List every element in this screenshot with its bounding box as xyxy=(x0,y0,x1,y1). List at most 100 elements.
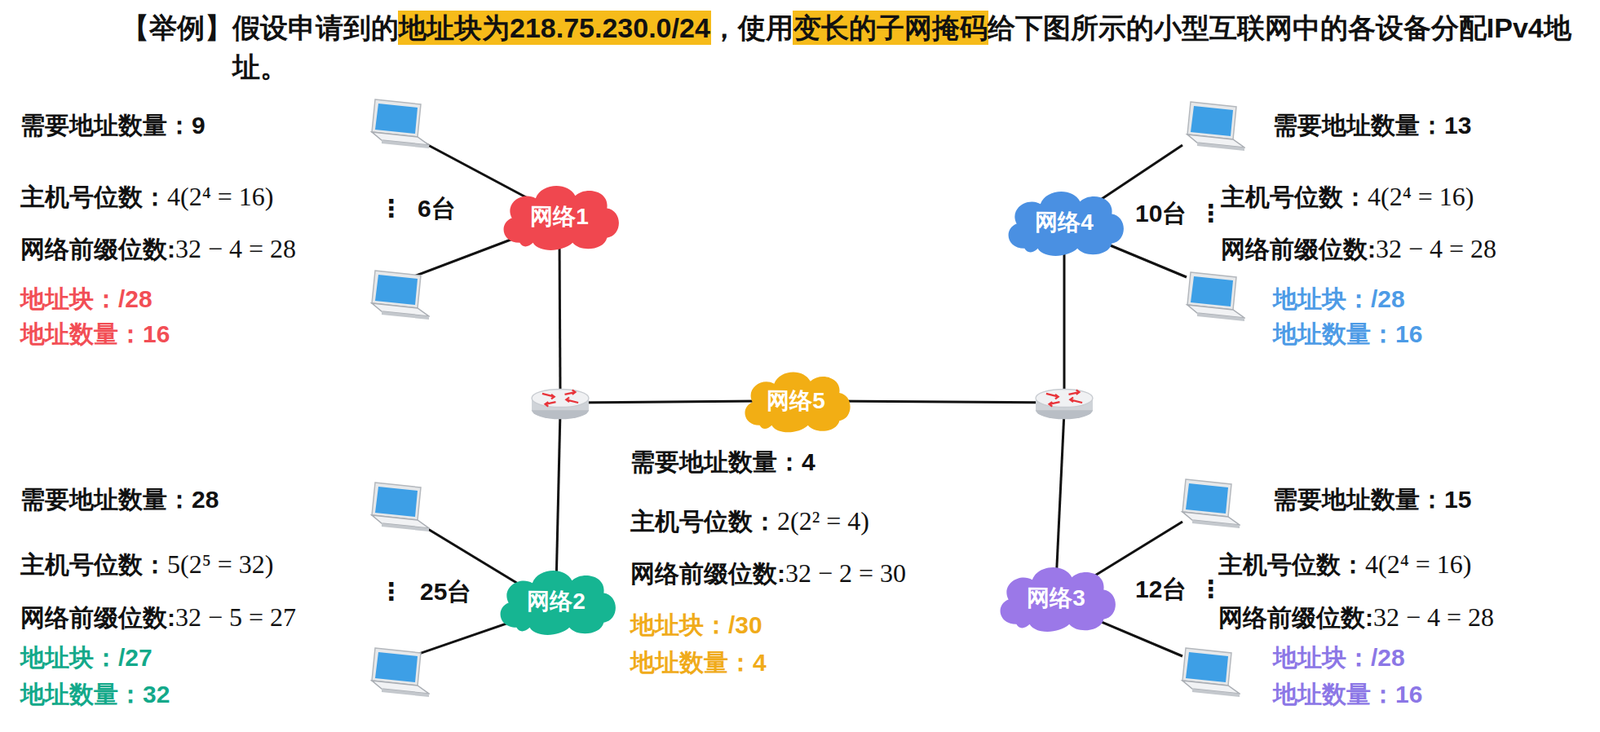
info-label: 网络前缀位数: xyxy=(630,560,786,588)
formula: 32 − 4 = 28 xyxy=(175,234,297,264)
label-row: 主机号位数：5(2⁵ = 32) xyxy=(20,548,275,581)
formula: 4(2⁴ = 16) xyxy=(1365,549,1472,580)
info-label: 地址数量：32 xyxy=(20,680,170,708)
info-label: ⋮ xyxy=(379,578,404,606)
laptop-icon xyxy=(371,648,429,698)
info-label: 网络前缀位数: xyxy=(1220,235,1376,263)
wire xyxy=(831,401,1052,403)
info-label: 主机号位数： xyxy=(20,551,168,579)
laptop-icon xyxy=(1187,272,1245,322)
network-cloud: 网络4 xyxy=(998,184,1131,261)
label-row: ⋮ xyxy=(379,576,404,608)
info-label: ⋮ xyxy=(379,194,404,222)
label-row: 地址块：/30 xyxy=(630,609,763,641)
info-label: 地址数量：16 xyxy=(20,320,170,348)
info-label: 12台 xyxy=(1135,575,1187,603)
formula: 2(2² = 4) xyxy=(777,506,870,536)
info-label: 需要地址数量：13 xyxy=(1272,111,1472,139)
label-row: 6台 xyxy=(417,193,456,225)
wire-lines xyxy=(411,138,1187,657)
cloud-outline xyxy=(1008,191,1124,257)
wire xyxy=(570,401,759,403)
info-label: 25台 xyxy=(419,578,472,606)
label-row: ⋮ xyxy=(1198,198,1224,230)
network-cloud: 网络5 xyxy=(735,365,857,438)
cloud-outline xyxy=(500,570,616,636)
wire xyxy=(415,138,539,204)
label-row: 地址块：/28 xyxy=(20,283,153,315)
wire xyxy=(1063,244,1066,392)
formula: 4(2⁴ = 16) xyxy=(167,181,275,212)
network-name: 网络2 xyxy=(526,586,586,618)
formula: 32 − 4 = 28 xyxy=(1373,602,1494,633)
label-row: 需要地址数量：15 xyxy=(1272,484,1472,516)
label-row: 地址数量：4 xyxy=(630,647,767,679)
label-row: 地址数量：16 xyxy=(1272,318,1423,350)
label-row: 网络前缀位数:32 − 5 = 27 xyxy=(20,601,297,634)
cloud-outline xyxy=(503,185,619,251)
label-row: 网络前缀位数:32 − 4 = 28 xyxy=(1220,232,1497,266)
laptop-icon xyxy=(371,482,429,532)
info-label: 地址块：/28 xyxy=(1272,285,1406,313)
title: 【举例】假设申请到的地址块为218.75.230.0/24，使用变长的子网掩码给… xyxy=(121,12,1572,83)
label-row: 12台 xyxy=(1135,574,1187,606)
label-row: 10台 xyxy=(1135,198,1187,230)
label-row: 地址数量：32 xyxy=(20,679,170,711)
label-row: 地址数量：16 xyxy=(1272,679,1423,711)
laptop-icon xyxy=(371,270,429,320)
label-row: 网络前缀位数:32 − 2 = 30 xyxy=(630,556,907,590)
label-row: 主机号位数：2(2² = 4) xyxy=(630,504,870,538)
label-row: ⋮ xyxy=(1198,574,1224,606)
formula: 32 − 2 = 30 xyxy=(785,558,907,588)
label-row: 地址块：/27 xyxy=(20,642,153,674)
label-row: 主机号位数：4(2⁴ = 16) xyxy=(1218,548,1472,581)
info-label: 需要地址数量：9 xyxy=(20,111,206,139)
laptop-icon xyxy=(1187,101,1245,151)
label-row: 地址数量：16 xyxy=(20,318,170,350)
label-row: 需要地址数量：13 xyxy=(1272,110,1472,142)
cloud-outline xyxy=(1000,567,1116,633)
formula: 32 − 5 = 27 xyxy=(175,602,297,633)
info-label: 需要地址数量：4 xyxy=(630,448,816,476)
info-label: 地址块：/28 xyxy=(20,285,153,313)
info-label: 需要地址数量：28 xyxy=(20,486,219,513)
label-row: 需要地址数量：28 xyxy=(20,484,219,516)
wire xyxy=(1056,411,1065,584)
info-label: 网络前缀位数: xyxy=(1218,604,1374,632)
network-cloud: 网络3 xyxy=(990,560,1123,637)
info-label: 主机号位数： xyxy=(20,183,168,211)
label-row: 需要地址数量：4 xyxy=(630,446,816,478)
network-cloud: 网络2 xyxy=(490,563,623,641)
info-label: 6台 xyxy=(417,194,456,222)
info-label: ⋮ xyxy=(1198,199,1224,227)
label-row: 主机号位数：4(2⁴ = 16) xyxy=(1220,180,1475,213)
laptop-icon xyxy=(371,99,429,149)
info-label: 主机号位数： xyxy=(1218,551,1366,579)
info-label: 地址数量：4 xyxy=(630,649,767,677)
router-icon xyxy=(1035,388,1093,420)
label-row: ⋮ xyxy=(379,193,404,225)
info-label: 地址数量：16 xyxy=(1272,320,1423,348)
info-label: 地址块：/28 xyxy=(1272,644,1406,672)
info-label: 网络前缀位数: xyxy=(20,604,176,632)
info-label: 主机号位数： xyxy=(630,508,778,535)
info-label: 网络前缀位数: xyxy=(20,235,176,263)
info-label: 地址块：/27 xyxy=(20,644,153,672)
formula: 4(2⁴ = 16) xyxy=(1367,181,1475,212)
formula: 5(2⁵ = 32) xyxy=(167,549,275,580)
network-name: 网络3 xyxy=(1026,583,1086,615)
wire xyxy=(556,411,561,588)
label-row: 地址块：/28 xyxy=(1272,642,1406,674)
info-label: 10台 xyxy=(1135,199,1187,227)
info-label: ⋮ xyxy=(1198,575,1224,603)
laptop-icon xyxy=(1182,648,1240,698)
cloud-outline xyxy=(744,371,850,433)
router-icon xyxy=(531,388,589,420)
label-row: 25台 xyxy=(419,576,472,608)
wire xyxy=(559,236,561,392)
network-name: 网络1 xyxy=(530,201,589,233)
network-name: 网络5 xyxy=(766,385,826,417)
network-name: 网络4 xyxy=(1034,207,1094,239)
formula: 32 − 4 = 28 xyxy=(1375,234,1497,264)
